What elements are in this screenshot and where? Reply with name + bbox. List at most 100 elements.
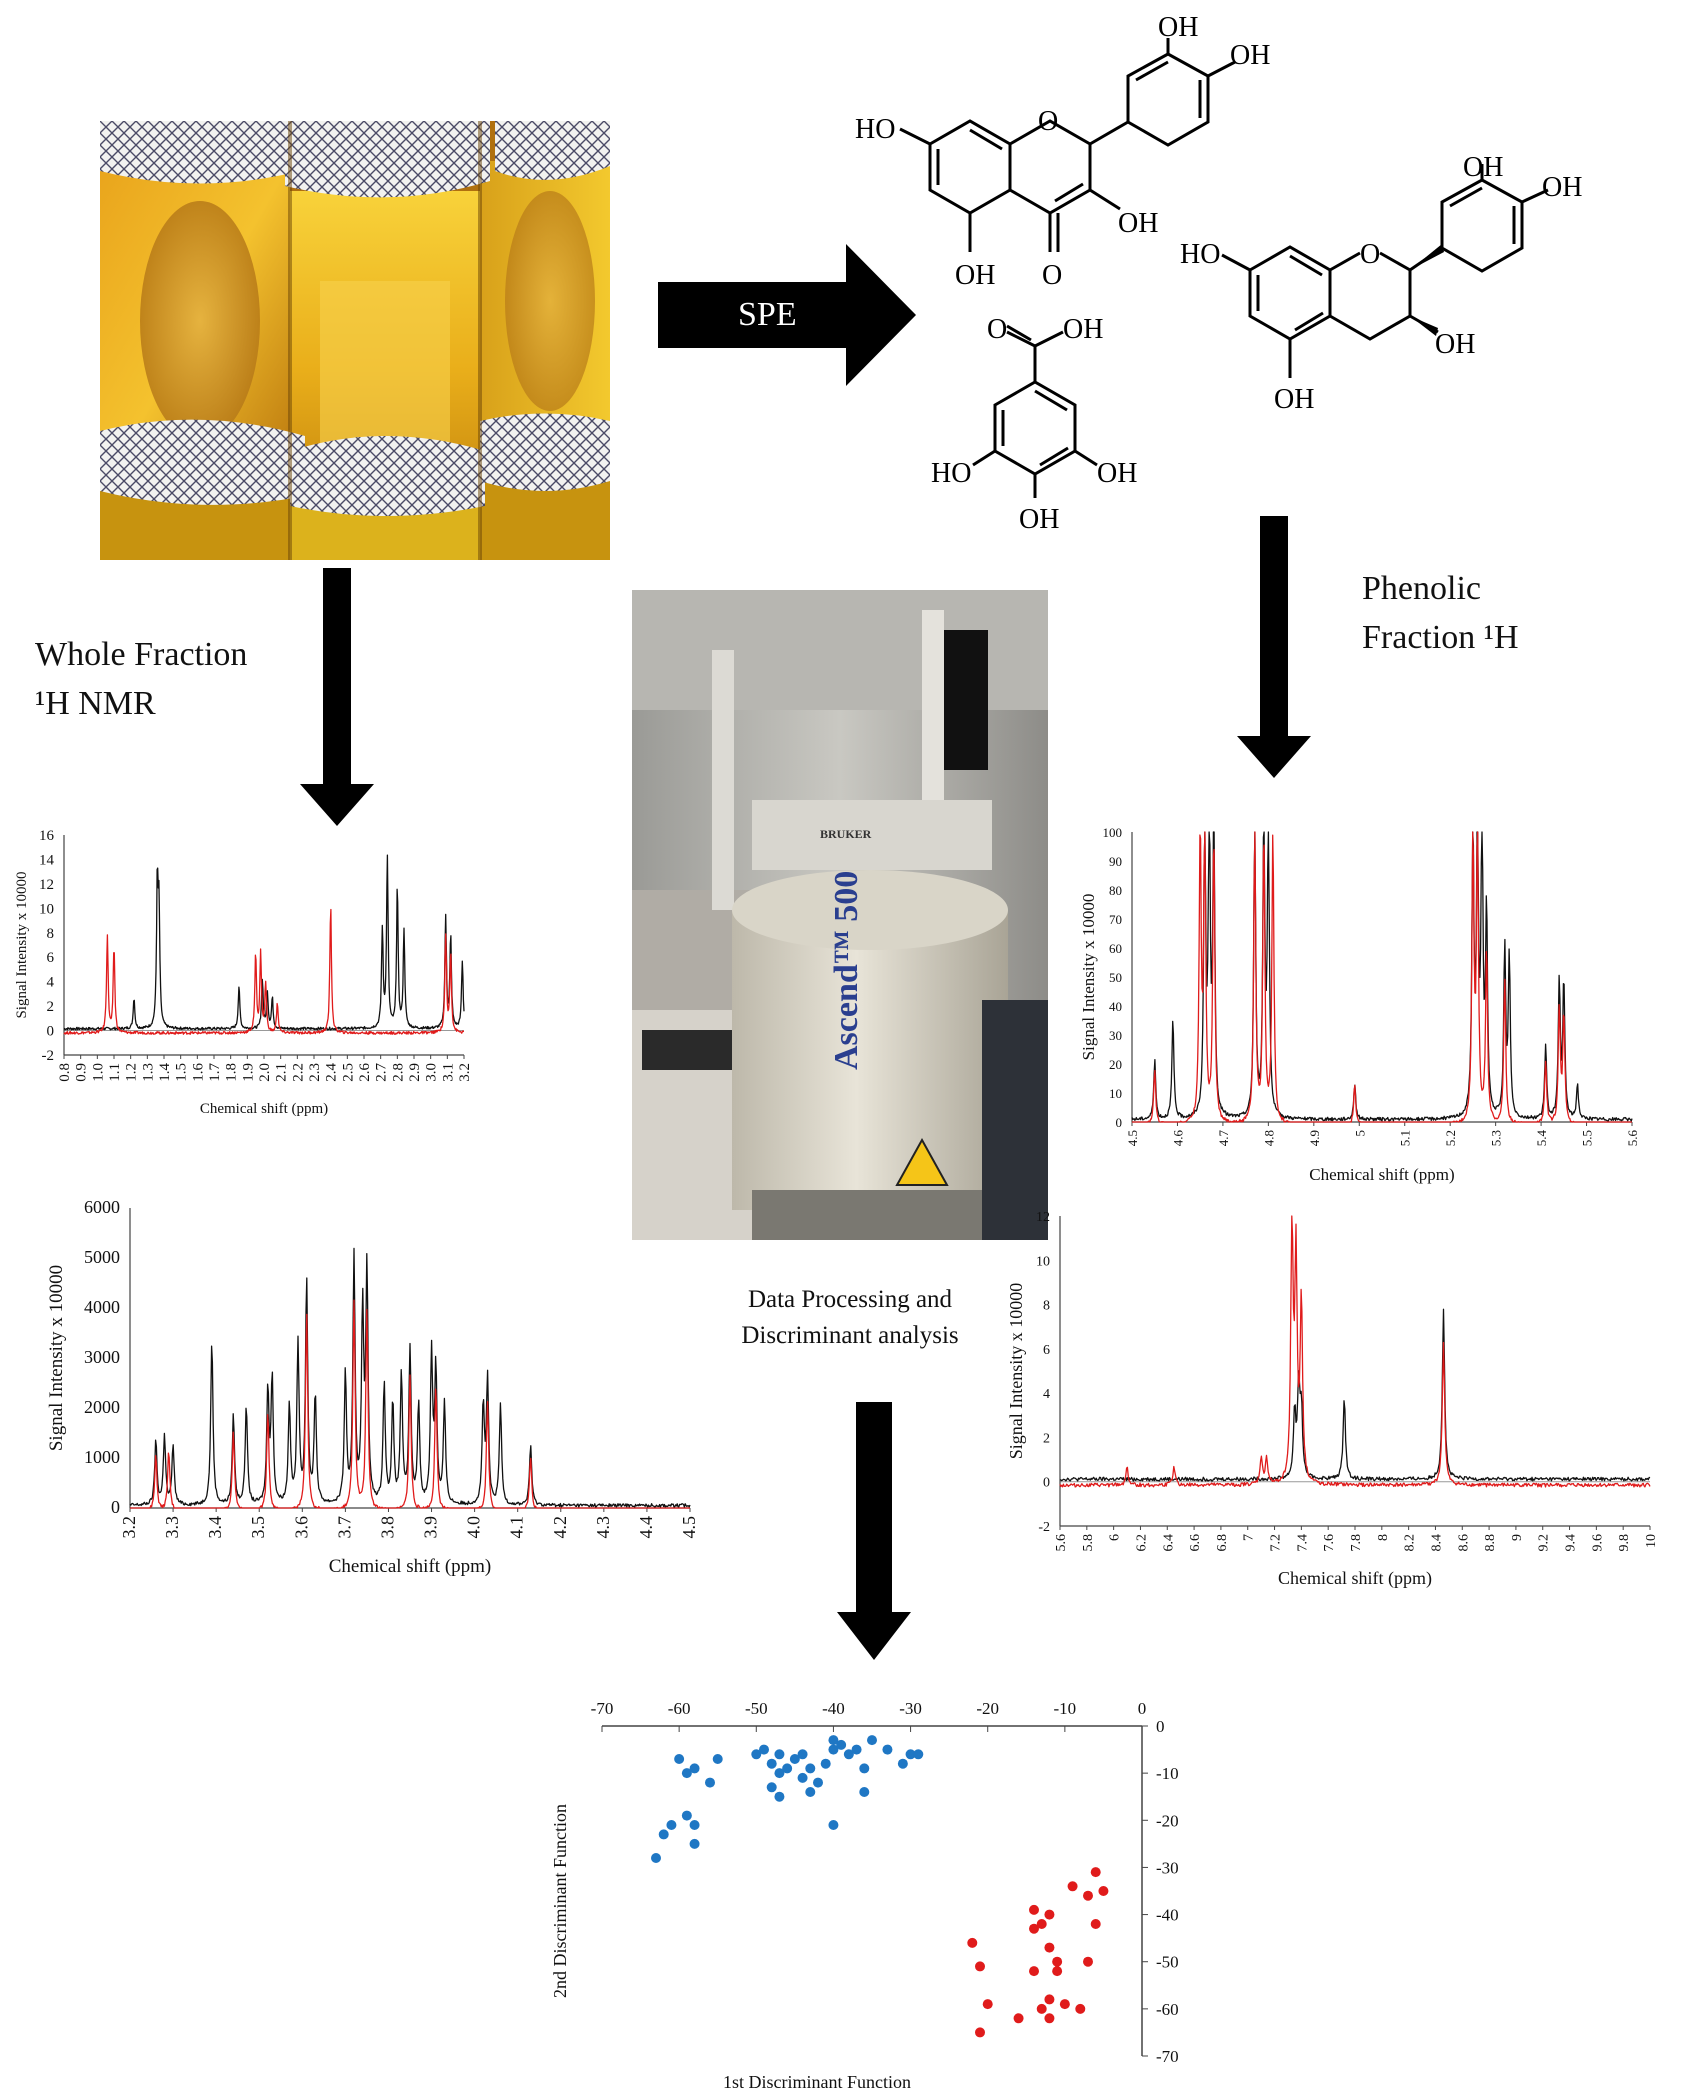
x-tick-label: 4.1 [507, 1516, 527, 1539]
black-spectrum-line [1131, 831, 1633, 1122]
y-tick-label: 100 [1103, 825, 1123, 840]
y-tick-label: 6000 [84, 1197, 120, 1217]
y-tick-label: -20 [1156, 1811, 1179, 1830]
y-axis-title: Signal Intensity x 10000 [14, 871, 30, 1018]
blue-data-point [689, 1838, 700, 1849]
arrow-phenolic-fraction [1237, 516, 1311, 778]
y-tick-label: -2 [42, 1048, 55, 1064]
y-tick-label: 70 [1109, 912, 1122, 927]
x-tick-label: 4.0 [464, 1516, 484, 1539]
x-tick-label: 1.3 [140, 1063, 156, 1082]
x-tick-label: 1.0 [90, 1063, 106, 1082]
y-tick-label: 1000 [84, 1447, 120, 1467]
red-data-point [1044, 1942, 1055, 1953]
red-data-point [1029, 1966, 1039, 1977]
x-tick-label: 6.6 [1188, 1534, 1203, 1552]
catechin-oh-top: OH [1463, 152, 1503, 183]
catechin-oh-3: OH [1435, 329, 1475, 360]
red-data-point [1098, 1886, 1109, 1896]
x-tick-label: 4.4 [636, 1516, 656, 1539]
blue-data-point [689, 1763, 700, 1774]
x-tick-label: 7.4 [1295, 1534, 1310, 1552]
x-tick-label: 3.8 [377, 1516, 397, 1539]
blue-data-point [774, 1768, 785, 1779]
spe-arrow: SPE [658, 244, 916, 386]
x-tick-label: 3.5 [248, 1516, 268, 1539]
blue-data-point [859, 1763, 870, 1774]
quercetin-oh-right: OH [1230, 40, 1270, 71]
x-tick-label: 4.8 [1261, 1130, 1276, 1146]
blue-data-point [867, 1735, 877, 1746]
y-tick-label: 30 [1109, 1028, 1122, 1043]
x-tick-label: 0.8 [57, 1063, 73, 1082]
quercetin-ring-o: O [1038, 106, 1058, 137]
red-spectrum-line [1059, 1215, 1651, 1488]
y-tick-label: 2000 [84, 1397, 120, 1417]
blue-data-point [759, 1744, 769, 1755]
blue-data-point [797, 1772, 808, 1783]
red-data-point [1044, 2013, 1055, 2024]
x-tick-label: 5.1 [1398, 1130, 1413, 1146]
x-tick-label: 3.2 [457, 1063, 473, 1082]
red-data-point [1029, 1923, 1039, 1934]
y-tick-label: 6 [1043, 1343, 1050, 1358]
blue-data-point [658, 1829, 669, 1840]
red-data-point [1083, 1890, 1093, 1901]
x-axis-title: Chemical shift (ppm) [1278, 1568, 1432, 1589]
black-spectrum-line [1059, 1308, 1651, 1482]
x-tick-label: 2.2 [290, 1063, 306, 1082]
red-data-point [967, 1937, 978, 1948]
phenolic-fraction-line1: Phenolic [1362, 570, 1481, 607]
phenolic-fraction-line2: Fraction ¹H [1362, 619, 1519, 656]
x-tick-label: 2.1 [274, 1063, 290, 1082]
blue-data-point [828, 1735, 839, 1746]
x-tick-label: 1.6 [190, 1063, 206, 1082]
x-tick-label: 5.5 [1580, 1130, 1595, 1146]
blue-data-point [766, 1758, 777, 1769]
red-data-point [1090, 1919, 1101, 1929]
x-tick-label: 3.4 [205, 1516, 225, 1539]
catechin-oh-5: OH [1274, 384, 1314, 415]
blue-data-point [859, 1787, 870, 1797]
x-tick-label: 6 [1108, 1534, 1123, 1541]
x-tick-label: 7.8 [1349, 1534, 1364, 1552]
x-axis-title: Chemical shift (ppm) [329, 1556, 492, 1577]
blue-data-point [789, 1754, 800, 1764]
blue-data-point [805, 1787, 816, 1797]
x-tick-label: 1.2 [124, 1063, 140, 1082]
x-tick-label: 2.4 [324, 1063, 340, 1082]
y-axis-title: Signal Intensity x 10000 [46, 1265, 67, 1451]
x-tick-label: 6.2 [1134, 1534, 1149, 1552]
instrument-brand-text: BRUKER [820, 827, 872, 841]
x-tick-label: 3.2 [119, 1516, 139, 1539]
x-tick-label: 6.8 [1215, 1534, 1230, 1552]
x-tick-label: 9.4 [1564, 1534, 1579, 1552]
y-tick-label: 2 [1043, 1431, 1050, 1446]
blue-data-point [674, 1754, 685, 1764]
red-data-point [1075, 2003, 1086, 2014]
x-tick-label: 1.4 [157, 1063, 173, 1082]
blue-data-point [681, 1810, 692, 1821]
blue-data-point [712, 1754, 723, 1764]
x-tick-label: 8.6 [1456, 1534, 1471, 1552]
gallic-acid-oh: OH [1063, 314, 1103, 345]
red-data-point [1059, 1999, 1070, 2010]
red-data-point [1090, 1867, 1101, 1878]
blue-data-point [766, 1782, 777, 1793]
x-tick-label: 1.1 [107, 1063, 123, 1082]
red-data-point [1044, 1909, 1055, 1920]
x-tick-label: 5.6 [1625, 1130, 1640, 1147]
quercetin-ho: HO [855, 114, 895, 145]
y-tick-label: 90 [1109, 854, 1122, 869]
y-tick-label: 6 [47, 950, 55, 966]
quercetin-oh-5: OH [955, 260, 995, 291]
red-data-point [1013, 2013, 1024, 2024]
x-axis-title: Chemical shift (ppm) [200, 1101, 328, 1117]
x-tick-label: 7.2 [1269, 1534, 1284, 1552]
y-tick-label: 4000 [84, 1297, 120, 1317]
red-data-point [975, 1961, 985, 1972]
x-tick-label: -50 [745, 1699, 768, 1718]
